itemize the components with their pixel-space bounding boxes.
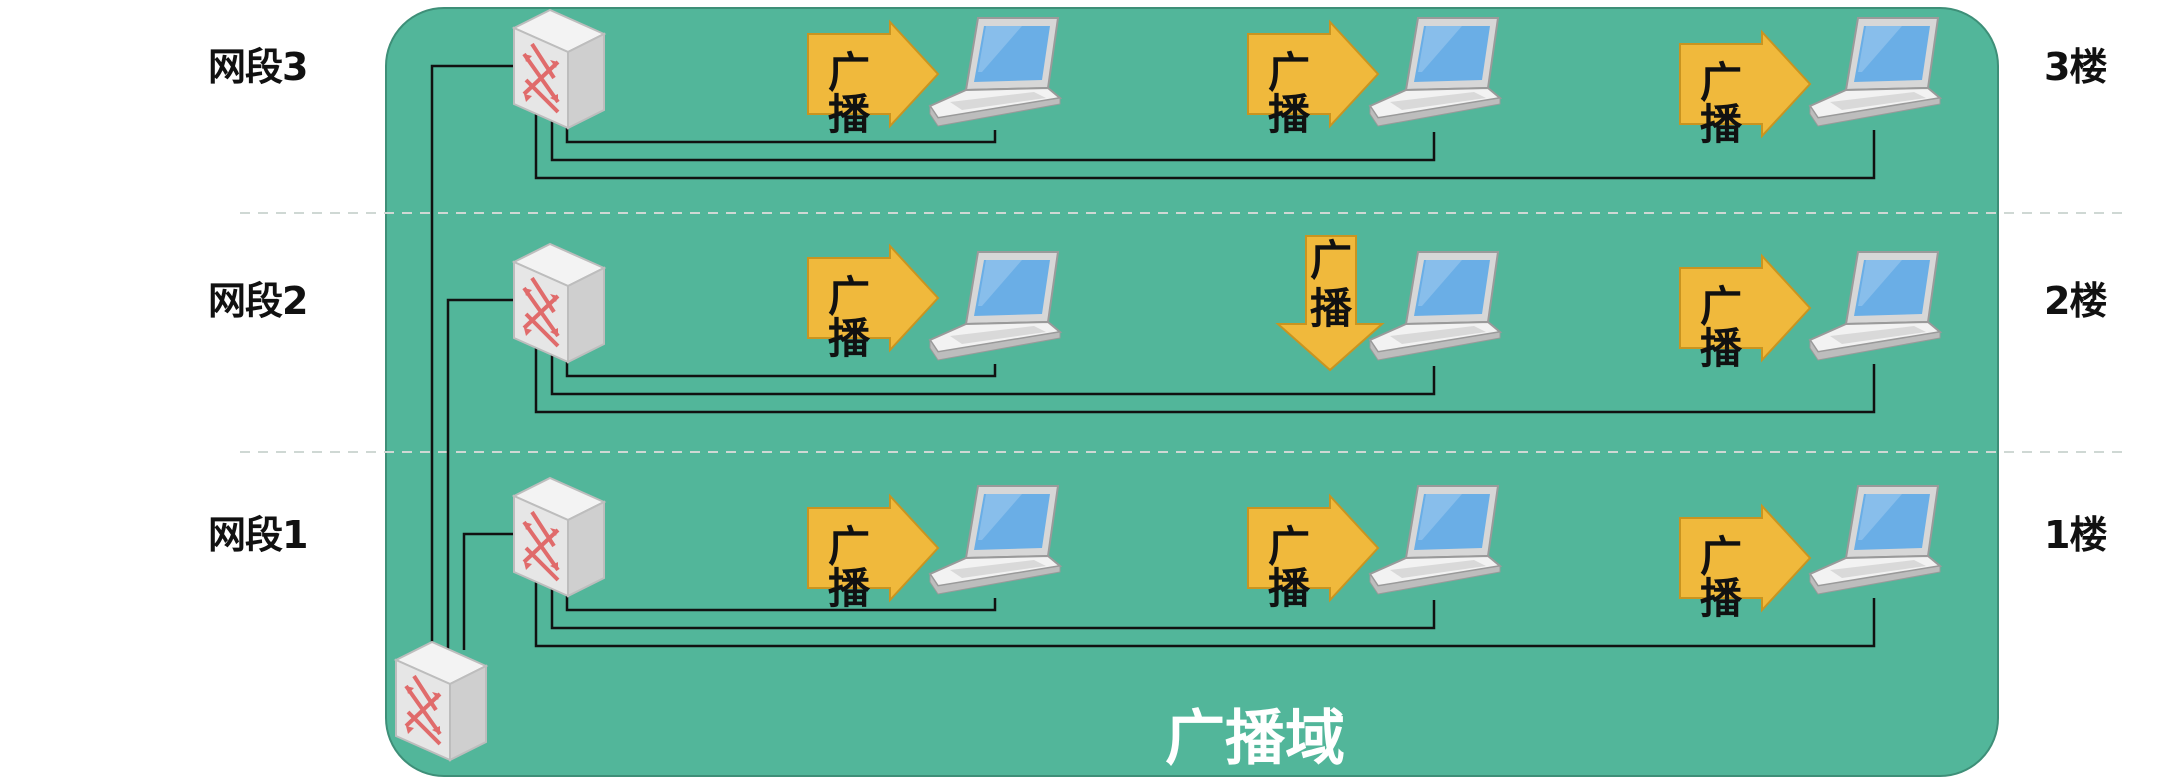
broadcast-label-char: 广 — [1310, 236, 1353, 285]
broadcast-label: 广播 — [828, 48, 871, 139]
broadcast-label: 广播 — [1268, 522, 1311, 613]
switch-icon — [512, 8, 606, 130]
broadcast-label-char: 播 — [1310, 284, 1353, 333]
uplink-cables — [430, 64, 516, 650]
segment-label: 网段3 — [208, 45, 308, 89]
segment-label: 网段2 — [208, 279, 308, 323]
switch-icon — [394, 640, 488, 762]
switch-icon — [512, 476, 606, 598]
broadcast-label: 广播 — [1268, 48, 1311, 139]
broadcast-domain-area — [385, 7, 1999, 777]
broadcast-label: 广播 — [1700, 58, 1743, 149]
segment-label: 网段1 — [208, 513, 308, 557]
floor-label: 3楼 — [2044, 45, 2107, 89]
broadcast-label: 广播 — [828, 522, 871, 613]
broadcast-label: 广播 — [1700, 282, 1743, 373]
floor-label: 2楼 — [2044, 279, 2107, 323]
broadcast-label: 广播 — [828, 272, 871, 363]
switch-icon — [512, 242, 606, 364]
broadcast-label: 广播 — [1700, 532, 1743, 623]
broadcast-domain-label: 广播域 — [1165, 704, 1345, 774]
floor-label: 1楼 — [2044, 513, 2107, 557]
